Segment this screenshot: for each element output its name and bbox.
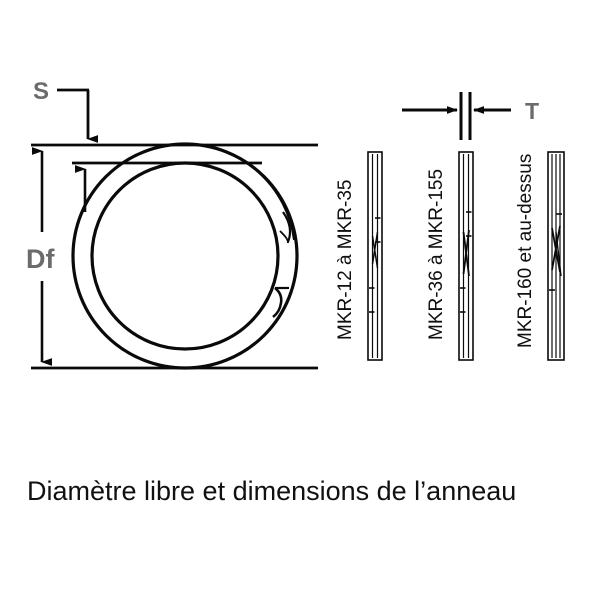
ring-inner-circle <box>90 161 280 351</box>
section-1-crossover-2 <box>371 231 379 265</box>
section-view-1: MKR-12 à MKR-35 <box>335 151 383 361</box>
t-label: T <box>525 98 539 124</box>
df-label: Df <box>26 244 55 274</box>
t-dimension: T <box>402 92 539 140</box>
section-3-label: MKR-160 et au-dessus <box>515 154 536 348</box>
df-dimension: Df <box>26 143 318 370</box>
section-1-body <box>367 151 383 361</box>
ring-front-view <box>71 142 299 370</box>
ring-end-hook-upper <box>282 211 292 243</box>
section-2-crossover-2 <box>462 229 470 275</box>
section-3-body <box>547 151 565 361</box>
section-3-crossover-3 <box>555 231 562 277</box>
ring-end-step-lower <box>272 286 283 319</box>
section-view-2: MKR-36 à MKR-155 <box>426 151 474 361</box>
ring-spiral-outer-turn <box>71 142 298 370</box>
ring-end-hook-upper-detail <box>279 230 289 244</box>
section-2-body <box>458 151 474 361</box>
section-2-label: MKR-36 à MKR-155 <box>426 169 447 340</box>
s-dimension: S <box>33 78 262 212</box>
section-1-label: MKR-12 à MKR-35 <box>335 180 356 341</box>
s-label: S <box>33 78 49 105</box>
figure-caption: Diamètre libre et dimensions de l’anneau <box>27 476 516 506</box>
section-view-3: MKR-160 et au-dessus <box>515 151 565 361</box>
section-3-crossover-2 <box>551 225 561 271</box>
